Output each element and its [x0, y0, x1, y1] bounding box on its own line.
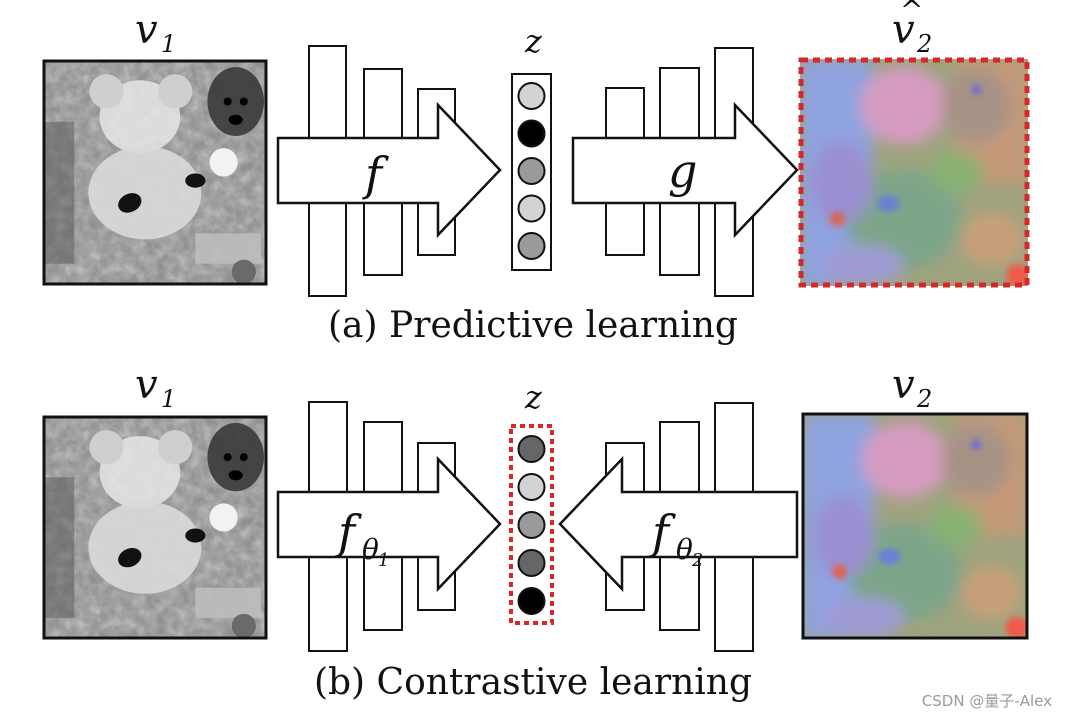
latent-a-node-1 — [517, 82, 546, 110]
label-v2-sub: 2 — [916, 385, 932, 413]
output-image-v2 — [801, 412, 1029, 640]
latent-a-node-5 — [517, 232, 546, 260]
panel-predictive: v 1 f z g v ^ 2 — [42, 0, 1030, 297]
latent-b-node-2 — [517, 473, 546, 501]
encoder-ftheta1-arrow — [276, 455, 502, 593]
label-v1-b-sub: 1 — [161, 385, 176, 413]
label-v2hat: v — [892, 7, 915, 53]
encoder-f-arrow — [276, 101, 502, 239]
label-v1-b: v — [135, 362, 158, 408]
input-image-v1-b — [42, 415, 268, 640]
encoder-ftheta2-arrow — [558, 455, 799, 593]
label-v2hat-sub: 2 — [916, 30, 932, 58]
latent-b-node-4 — [517, 549, 546, 577]
caption-predictive: (a) Predictive learning — [328, 305, 738, 346]
label-encoder-ftheta2-subsub: 2 — [691, 550, 703, 571]
latent-a-node-3 — [517, 157, 546, 185]
latent-a-node-4 — [517, 194, 546, 223]
label-encoder-ftheta1-subsub: 1 — [378, 550, 389, 571]
latent-a-node-2 — [517, 119, 546, 148]
input-image-v1-a — [42, 59, 268, 286]
label-z-b: z — [524, 378, 543, 416]
latent-nodes-b — [517, 435, 546, 615]
latent-b-node-1 — [517, 435, 546, 463]
label-v2hat-hat: ^ — [900, 0, 923, 27]
caption-contrastive: (b) Contrastive learning — [313, 662, 753, 703]
panel-contrastive: v 1 f θ 1 z f θ 2 v 2 — [42, 362, 1029, 652]
latent-nodes-a — [517, 82, 546, 260]
label-encoder-ftheta2-sub: θ — [676, 533, 693, 566]
latent-b-node-5 — [517, 587, 546, 615]
latent-b-node-3 — [517, 511, 546, 539]
label-v1-a: v — [135, 7, 158, 53]
output-image-v2hat — [798, 57, 1030, 288]
label-v1-a-sub: 1 — [161, 30, 176, 58]
watermark: CSDN @量子-Alex — [921, 692, 1052, 710]
decoder-g-arrow — [571, 101, 799, 239]
label-z-a: z — [524, 22, 543, 60]
label-v2: v — [892, 362, 915, 408]
label-decoder-g: g — [668, 144, 697, 198]
label-encoder-ftheta1-sub: θ — [362, 533, 379, 566]
